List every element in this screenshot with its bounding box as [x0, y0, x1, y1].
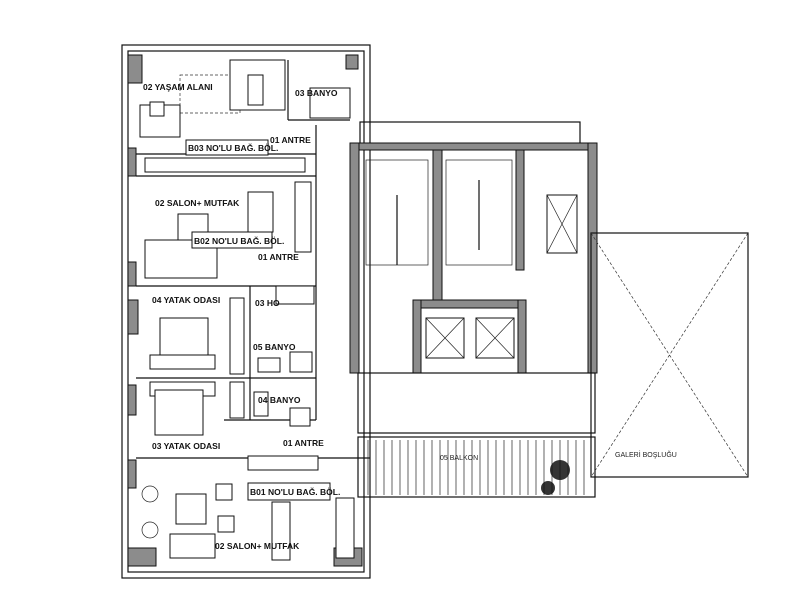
room-label: 02 SALON+ MUTFAK: [155, 198, 240, 208]
stair-left: [365, 159, 429, 266]
stair-right: [445, 159, 513, 266]
room-label: 03 HO: [255, 298, 280, 308]
balcony: 05 BALKON: [357, 436, 596, 498]
unit-b02-code: B02 NO'LU BAĞ. BÖL.: [194, 235, 284, 246]
balcony-label: 05 BALKON: [440, 455, 478, 462]
room-label: 01 ANTRE: [258, 252, 299, 262]
room-label: 04 BANYO: [258, 395, 301, 405]
room-label: 04 YATAK ODASI: [152, 295, 220, 305]
gallery-label: GALERİ BOŞLUĞU: [615, 450, 677, 459]
room-label: 03 YATAK ODASI: [152, 441, 220, 451]
unit-b03-code: B03 NO'LU BAĞ. BÖL.: [188, 142, 278, 153]
furniture: [139, 59, 351, 561]
room-label: 01 ANTRE: [270, 135, 311, 145]
room-label: 05 BANYO: [253, 342, 296, 352]
room-label: 01 ANTRE: [283, 438, 324, 448]
core-block: [349, 121, 598, 434]
room-label: 02 YAŞAM ALANI: [143, 82, 213, 92]
elevators: [425, 194, 578, 359]
unit-b01-code: B01 NO'LU BAĞ. BÖL.: [250, 486, 340, 497]
gallery-void: GALERİ BOŞLUĞU: [590, 232, 749, 478]
room-label: 03 BANYO: [295, 88, 338, 98]
room-label: 02 SALON+ MUTFAK: [215, 541, 300, 551]
